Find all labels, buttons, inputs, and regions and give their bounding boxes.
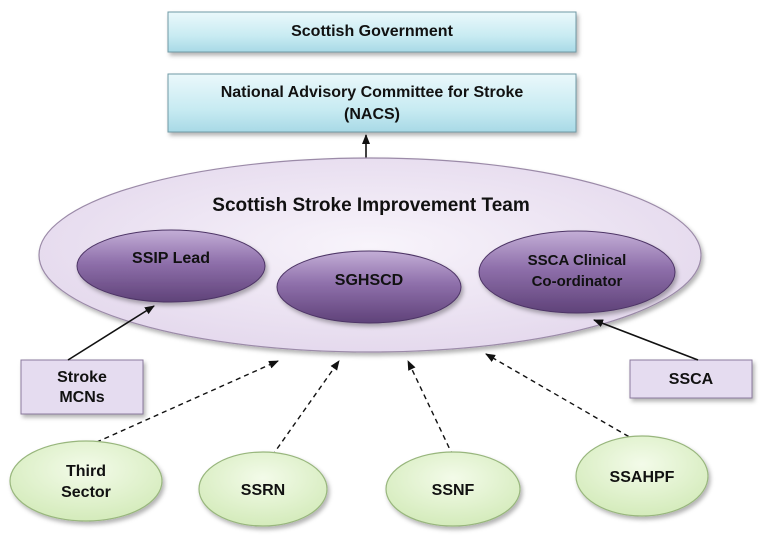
third-sector-label-line2: Sector	[61, 484, 111, 501]
scottish-government-box: Scottish Government	[167, 11, 577, 53]
ssca-coordinator-node: SSCA Clinical Co-ordinator	[478, 230, 676, 314]
team-title: Scottish Stroke Improvement Team	[212, 195, 529, 216]
nacs-label-line1: National Advisory Committee for Stroke	[221, 84, 524, 101]
sghscd-label: SGHSCD	[335, 272, 403, 289]
ssca-coordinator-label-line1: SSCA Clinical	[528, 252, 627, 269]
nacs-label-line2: (NACS)	[344, 106, 400, 123]
third-sector-to-team-arrow	[87, 360, 279, 447]
ssnf-to-team-arrow	[407, 360, 454, 457]
ssip-lead-node: SSIP Lead	[76, 229, 266, 303]
ssca-box: SSCA	[629, 359, 753, 399]
ssrn-node: SSRN	[198, 451, 328, 527]
ssnf-node: SSNF	[385, 451, 521, 527]
scottish-government-label: Scottish Government	[291, 23, 453, 40]
stroke-mcns-label-line1: Stroke	[57, 369, 107, 386]
ssnf-label: SSNF	[432, 482, 475, 499]
ssca-coordinator-label-line2: Co-ordinator	[532, 273, 623, 290]
third-sector-node: Third Sector	[9, 440, 163, 522]
mcns-to-ssip-arrow	[67, 305, 155, 361]
ssahpf-node: SSAHPF	[575, 435, 709, 517]
ssahpf-to-team-arrow	[485, 353, 653, 451]
ssrn-to-team-arrow	[271, 360, 340, 457]
stroke-mcns-box: Stroke MCNs	[20, 359, 144, 415]
nacs-box: National Advisory Committee for Stroke (…	[167, 73, 577, 133]
ssrn-label: SSRN	[241, 482, 285, 499]
sghscd-node: SGHSCD	[276, 250, 462, 324]
ssahpf-label: SSAHPF	[610, 469, 675, 486]
ssca-label: SSCA	[669, 371, 714, 388]
third-sector-label-line1: Third	[66, 463, 106, 480]
ssca-to-coordinator-arrow	[593, 319, 699, 361]
stroke-mcns-label-line2: MCNs	[59, 389, 104, 406]
ssip-lead-label: SSIP Lead	[132, 250, 210, 267]
